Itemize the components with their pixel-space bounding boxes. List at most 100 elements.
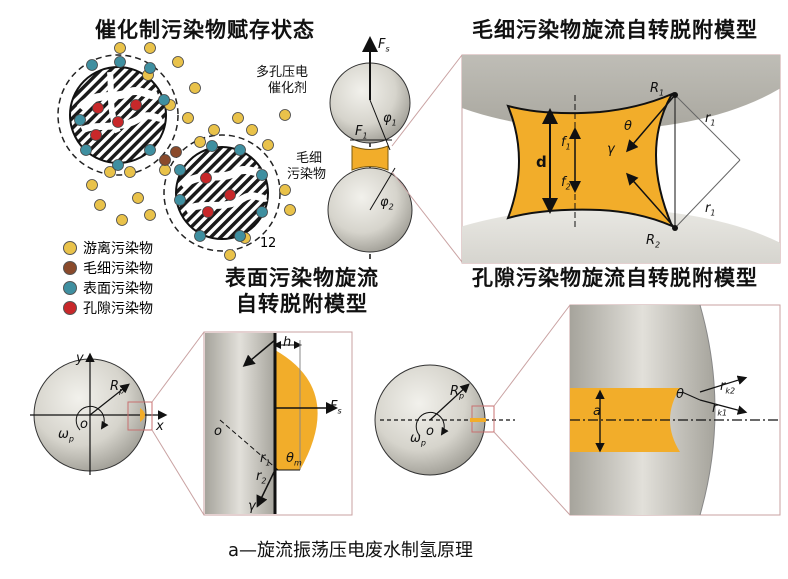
pollutant-dot [144, 209, 156, 221]
label-theta-m: θm [286, 451, 302, 468]
pollutant-dot [262, 139, 274, 151]
title-capillary-model: 毛细污染物旋流自转脱附模型 [472, 18, 758, 42]
pollutant-dot [284, 204, 296, 216]
pollutant-dot [112, 116, 124, 128]
pollutant-dot [158, 94, 170, 106]
pollutant-dot [232, 112, 244, 124]
pollutant-dot [202, 206, 214, 218]
label-theta-pore: θ [676, 387, 684, 402]
pollutant-dot [246, 124, 258, 136]
label-Rp: Rp [110, 379, 125, 396]
pollutant-dot [200, 172, 212, 184]
pollutant-dot [234, 144, 246, 156]
label-a-pore: a [593, 404, 601, 419]
label-distance-d: d [536, 153, 547, 171]
pollutant-dot [224, 249, 236, 261]
pollutant-dot [112, 159, 124, 171]
legend-dot-pore [63, 301, 77, 315]
legend-dot-free [63, 241, 77, 255]
legend-dot-surface [63, 281, 77, 295]
pollutant-dot [132, 192, 144, 204]
pollutant-dot [144, 62, 156, 74]
label-r2-surface: r2 [256, 469, 267, 486]
label-r1-top: r1 [705, 111, 716, 128]
label-h: h [283, 335, 292, 350]
pollutant-dot [256, 206, 268, 218]
label-gamma-surface: γ [248, 499, 256, 514]
particle-num-1: 1 [260, 236, 268, 251]
pollutant-dot [206, 140, 218, 152]
label-rk2: rk2 [720, 379, 736, 396]
label-catalyst-line2: 催化剂 [268, 81, 308, 96]
pollutant-dot [172, 56, 184, 68]
label-capillary-line1: 毛细 [296, 151, 323, 166]
label-catalyst-line1: 多孔压电 [256, 65, 309, 80]
pollutant-dot [189, 82, 201, 94]
pollutant-dot [159, 154, 171, 166]
axis-x: x [156, 419, 164, 434]
particle-num-2: 2 [268, 236, 276, 251]
legend-dot-capillary [63, 261, 77, 275]
label-R2: R2 [646, 233, 661, 250]
legend-item-free: 游离污染物 [63, 238, 153, 258]
pollutant-dot [92, 102, 104, 114]
label-o-zoom: o [214, 424, 222, 439]
label-omega-pore: ωp [410, 431, 426, 448]
pollutant-dot [208, 124, 220, 136]
pollutant-dot [90, 129, 102, 141]
pollutant-dot [114, 56, 126, 68]
label-rk1: rk1 [712, 401, 728, 418]
legend-label-surface: 表面污染物 [83, 281, 153, 297]
pollutant-dot [194, 230, 206, 242]
legend-label-capillary: 毛细污染物 [83, 261, 153, 277]
legend-item-surface: 表面污染物 [63, 278, 153, 298]
sphere-pair [327, 36, 413, 262]
label-Rp-pore: Rp [450, 384, 465, 401]
pollutant-dot [86, 179, 98, 191]
pollutant-dot [256, 169, 268, 181]
label-origin-o: o [80, 417, 88, 432]
pollutant-dot [194, 136, 206, 148]
label-R1: R1 [650, 81, 665, 98]
pollutant-dot [114, 42, 126, 54]
pollutant-dot [182, 112, 194, 124]
figure-caption: a—旋流振荡压电废水制氢原理 [228, 540, 474, 561]
pollutant-dot [174, 194, 186, 206]
label-o-pore: o [426, 424, 434, 439]
label-phi1: φ1 [383, 111, 397, 128]
surface-model-panel [203, 331, 353, 516]
pollutant-dot [279, 184, 291, 196]
pore-model-sphere [374, 364, 515, 476]
pollutant-dot [144, 42, 156, 54]
capillary-model-panel [461, 54, 781, 264]
label-f2-capillary: f2 [561, 175, 571, 192]
label-r1-bottom: r1 [705, 201, 716, 218]
pollutant-dot [94, 199, 106, 211]
pollutant-dot [86, 59, 98, 71]
pollutant-dot [80, 144, 92, 156]
pollutant-dot [116, 214, 128, 226]
pore-model-panel [569, 304, 781, 516]
pollutant-dot [130, 99, 142, 111]
pollutant-dot [159, 164, 171, 176]
title-catalysis-state: 催化制污染物赋存状态 [95, 18, 315, 42]
pollutant-dot [170, 146, 182, 158]
pollutant-dots [74, 42, 296, 261]
pollutant-dot [279, 109, 291, 121]
label-Fs-surface: Fs [330, 399, 342, 416]
pollutant-dot [224, 189, 236, 201]
title-pore-model: 孔隙污染物旋流自转脱附模型 [472, 266, 758, 290]
label-force-f1: F1 [355, 124, 368, 141]
surface-model-sphere [30, 352, 168, 475]
label-r1-surface: r1 [260, 451, 271, 468]
legend-label-pore: 孔隙污染物 [83, 301, 153, 317]
legend-label-free: 游离污染物 [83, 241, 153, 257]
catalyst-particle-2 [163, 134, 281, 252]
pollutant-dot [144, 144, 156, 156]
legend-item-pore: 孔隙污染物 [63, 298, 153, 318]
pollutant-dot [124, 166, 136, 178]
label-gamma: γ [607, 142, 615, 157]
pollutant-dot [74, 114, 86, 126]
